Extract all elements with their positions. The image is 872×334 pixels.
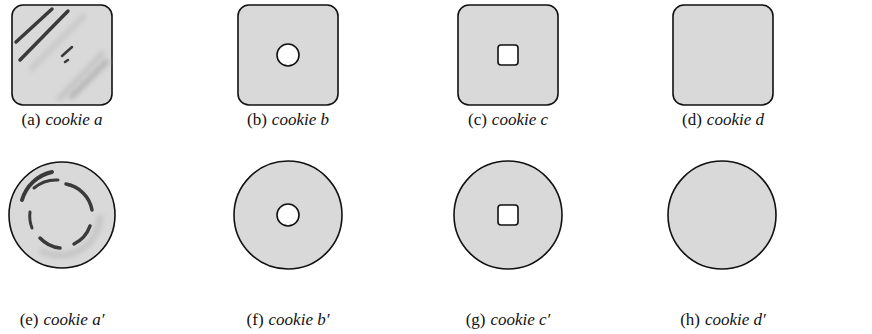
- caption-name: cookie b′: [269, 310, 330, 329]
- figure-caption: (a)cookie a: [22, 110, 103, 130]
- round-cookie: [9, 162, 115, 268]
- figure-caption: (f) cookie b′: [247, 310, 330, 330]
- caption-name: cookie d: [707, 110, 764, 129]
- round-cookie-plain: [668, 161, 776, 269]
- caption-name: cookie b: [272, 110, 329, 129]
- figure-caption: (e) cookie a′: [20, 310, 105, 330]
- figure-caption: (b) cookie b: [247, 110, 329, 130]
- caption-name: cookie d′: [705, 310, 766, 329]
- round-cookie-square-hole: [454, 161, 562, 269]
- figure-caption: (h) cookie d′: [680, 310, 766, 330]
- caption-letter: (e): [20, 310, 39, 329]
- caption-letter: (b): [247, 110, 267, 129]
- caption-letter: (d): [682, 110, 702, 129]
- caption-name: cookie a′: [44, 310, 105, 329]
- caption-letter: (h): [680, 310, 700, 329]
- figure-caption: (d) cookie d: [682, 110, 764, 130]
- figure-caption: (c) cookie c: [468, 110, 548, 130]
- round-cookie-round-hole: [234, 161, 342, 269]
- caption-letter: (a): [22, 110, 41, 129]
- figure-caption: (g)cookie c′: [466, 310, 551, 330]
- caption-letter: (c): [468, 110, 487, 129]
- caption-letter: (f): [247, 310, 264, 329]
- square-cookie: [12, 5, 112, 105]
- square-cookie-round-hole: [238, 5, 338, 105]
- square-cookie-square-hole: [458, 5, 558, 105]
- caption-letter: (g): [466, 310, 486, 329]
- caption-name: cookie c: [492, 110, 548, 129]
- square-cookie-plain: [673, 5, 773, 105]
- caption-name: cookie c′: [490, 310, 550, 329]
- caption-name: cookie a: [45, 110, 102, 129]
